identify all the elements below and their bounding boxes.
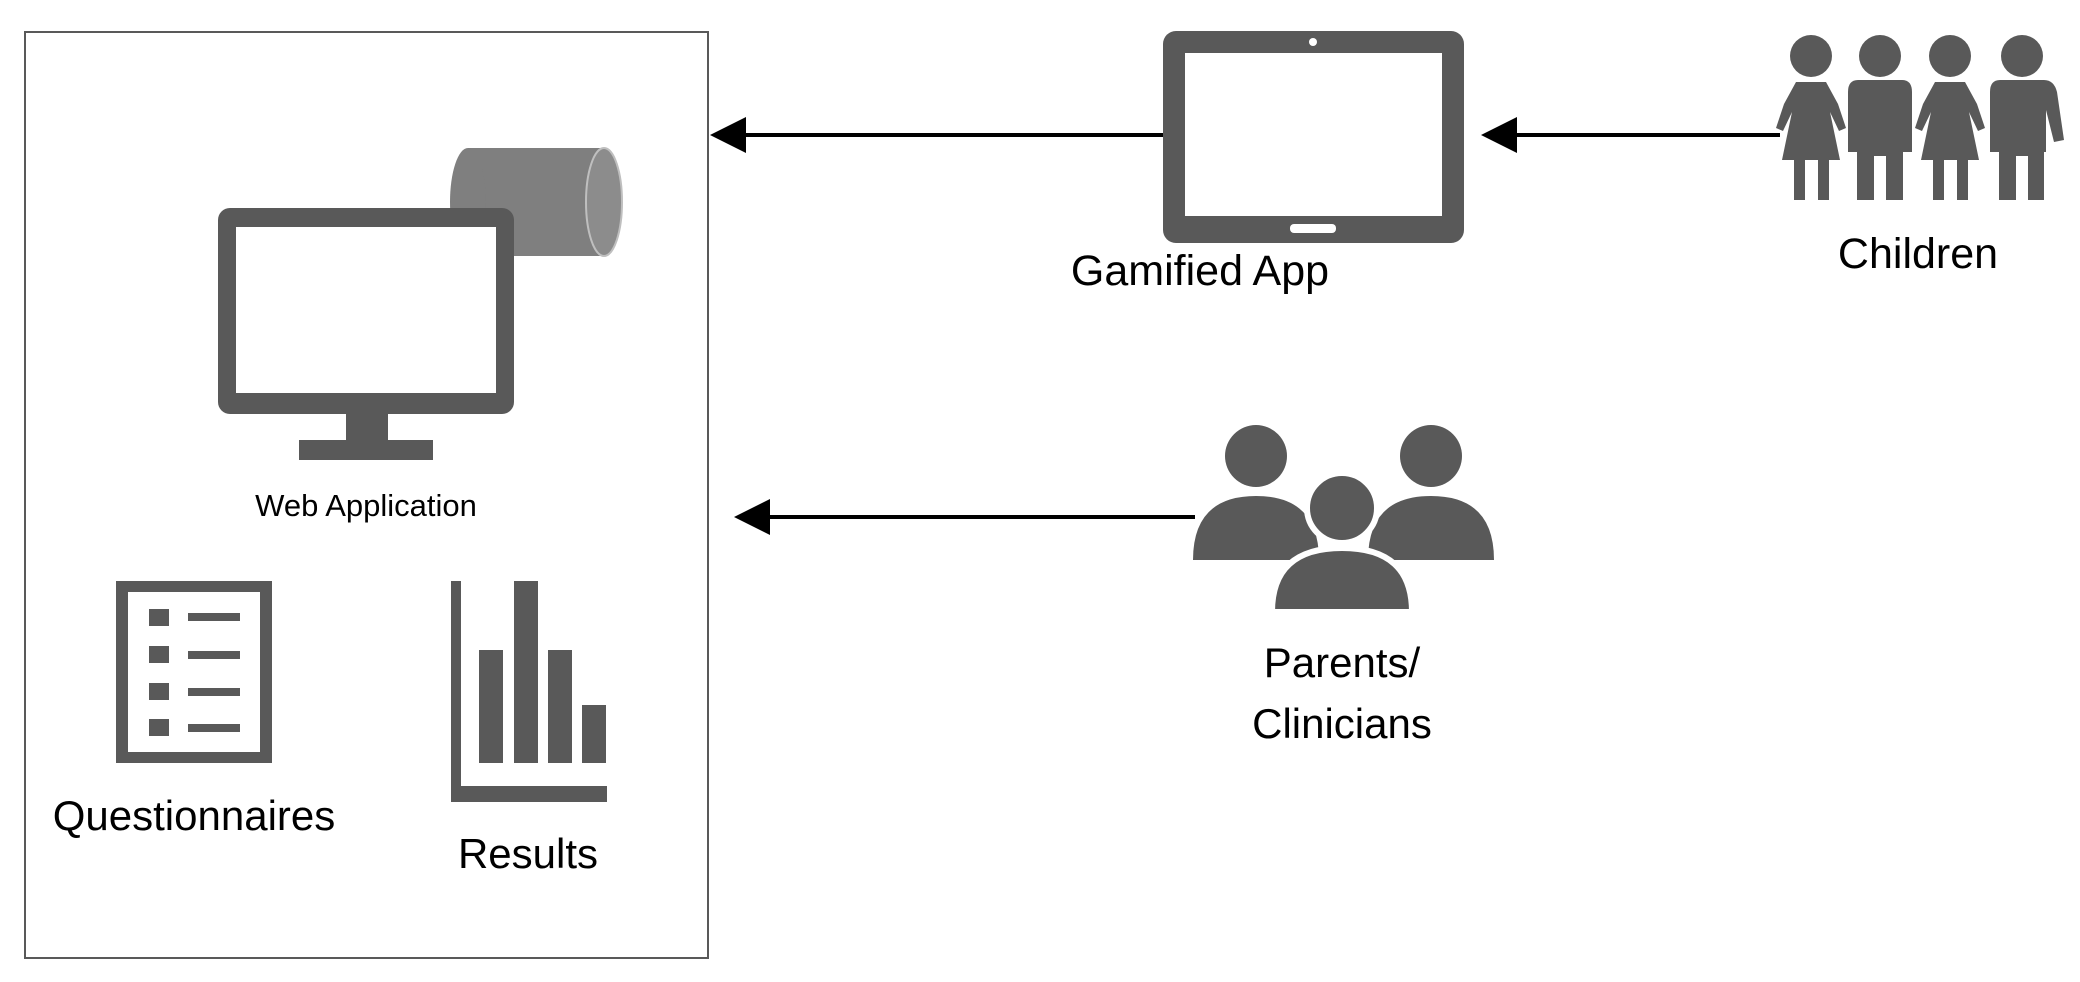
checklist-icon bbox=[116, 581, 272, 763]
arrow-children-to-app bbox=[1481, 117, 1780, 153]
bar-chart-icon bbox=[451, 581, 607, 802]
monitor-icon bbox=[218, 208, 514, 460]
questionnaires-label: Questionnaires bbox=[53, 792, 336, 839]
web-application-label: Web Application bbox=[255, 488, 477, 523]
results-label: Results bbox=[458, 830, 598, 877]
gamified-app-label: Gamified App bbox=[1071, 247, 1329, 295]
web-application-container bbox=[24, 31, 709, 959]
people-group-icon bbox=[1193, 425, 1494, 615]
arrow-app-to-web bbox=[710, 117, 1165, 153]
arrow-parents-to-web bbox=[734, 499, 1195, 535]
children-label: Children bbox=[1838, 230, 1998, 278]
tablet-icon bbox=[1163, 31, 1464, 243]
parents-label-line2: Clinicians bbox=[1252, 700, 1432, 747]
children-group-icon bbox=[1776, 35, 2064, 200]
parents-label-line1: Parents/ bbox=[1264, 639, 1421, 686]
